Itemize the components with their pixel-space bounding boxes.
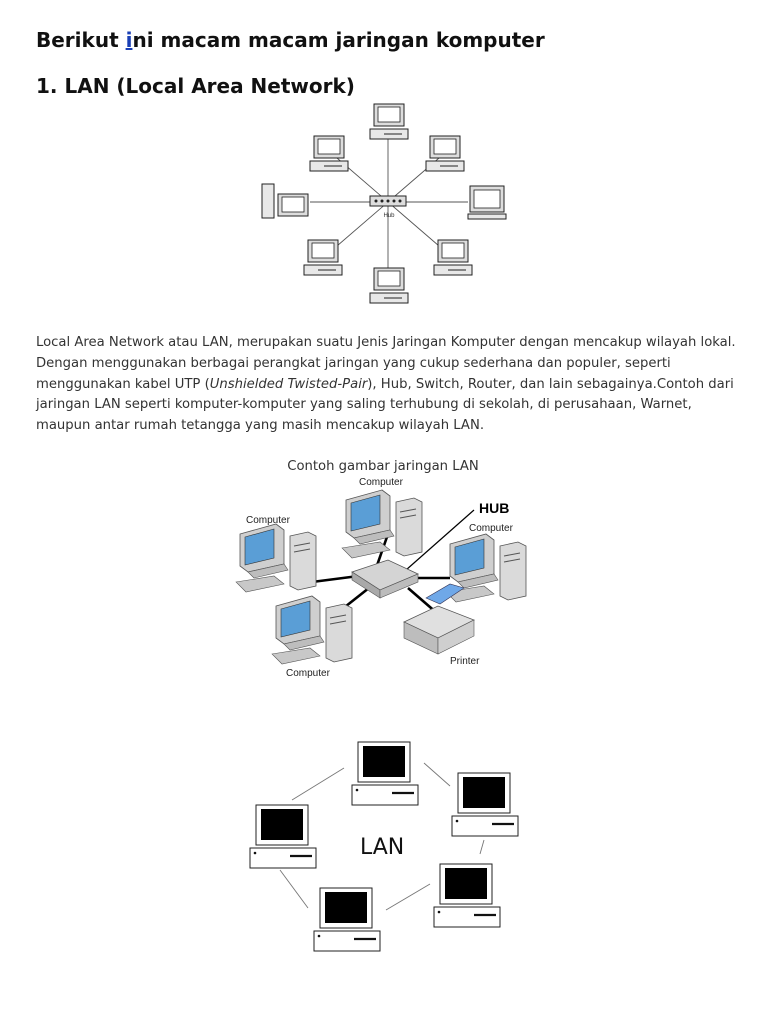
computer-icon — [261, 183, 309, 219]
computer-icon — [309, 135, 349, 172]
hub-label: Hub — [383, 213, 395, 219]
hub-device: Hub — [369, 195, 407, 219]
computer-icon — [433, 239, 473, 276]
star-topology-figure: Hub — [261, 103, 507, 304]
computer-icon — [235, 523, 317, 593]
computer-icon — [341, 489, 423, 559]
hub-device — [351, 559, 419, 599]
lan-description: Local Area Network atau LAN, merupakan s… — [36, 335, 736, 434]
computer-icon — [271, 595, 353, 665]
computer-icon — [369, 267, 409, 304]
ring-links — [279, 762, 485, 911]
computer-label: Computer — [246, 515, 291, 526]
heading-link[interactable]: i — [125, 28, 133, 52]
printer-label: Printer — [450, 656, 480, 667]
computer-icon — [350, 740, 420, 807]
heading-text-start: Berikut — [36, 28, 126, 52]
computer-label: Computer — [286, 668, 331, 679]
lan-label: LAN — [360, 835, 404, 860]
printer-icon — [403, 583, 475, 655]
computer-icon — [432, 862, 502, 929]
computer-icon — [450, 771, 520, 838]
heading-text-end: ni macam macam jaringan komputer — [132, 28, 545, 52]
computer-label: Computer — [359, 477, 404, 488]
computer-icon — [303, 239, 343, 276]
hub-label: HUB — [479, 500, 509, 516]
computer-icon — [248, 803, 318, 870]
page-heading: Berikut ini macam macam jaringan kompute… — [36, 28, 545, 52]
figure-caption: Contoh gambar jaringan LAN — [287, 459, 479, 474]
computer-label: Computer — [469, 523, 514, 534]
ring-lan-figure: LAN — [248, 740, 520, 953]
section-title: 1. LAN (Local Area Network) — [36, 74, 355, 98]
computer-icon — [425, 135, 465, 172]
hub-lan-figure: Computer Computer Computer Computer HUB … — [235, 477, 527, 679]
computer-icon — [369, 103, 409, 140]
computer-icon — [467, 185, 507, 220]
computer-icon — [312, 886, 382, 953]
